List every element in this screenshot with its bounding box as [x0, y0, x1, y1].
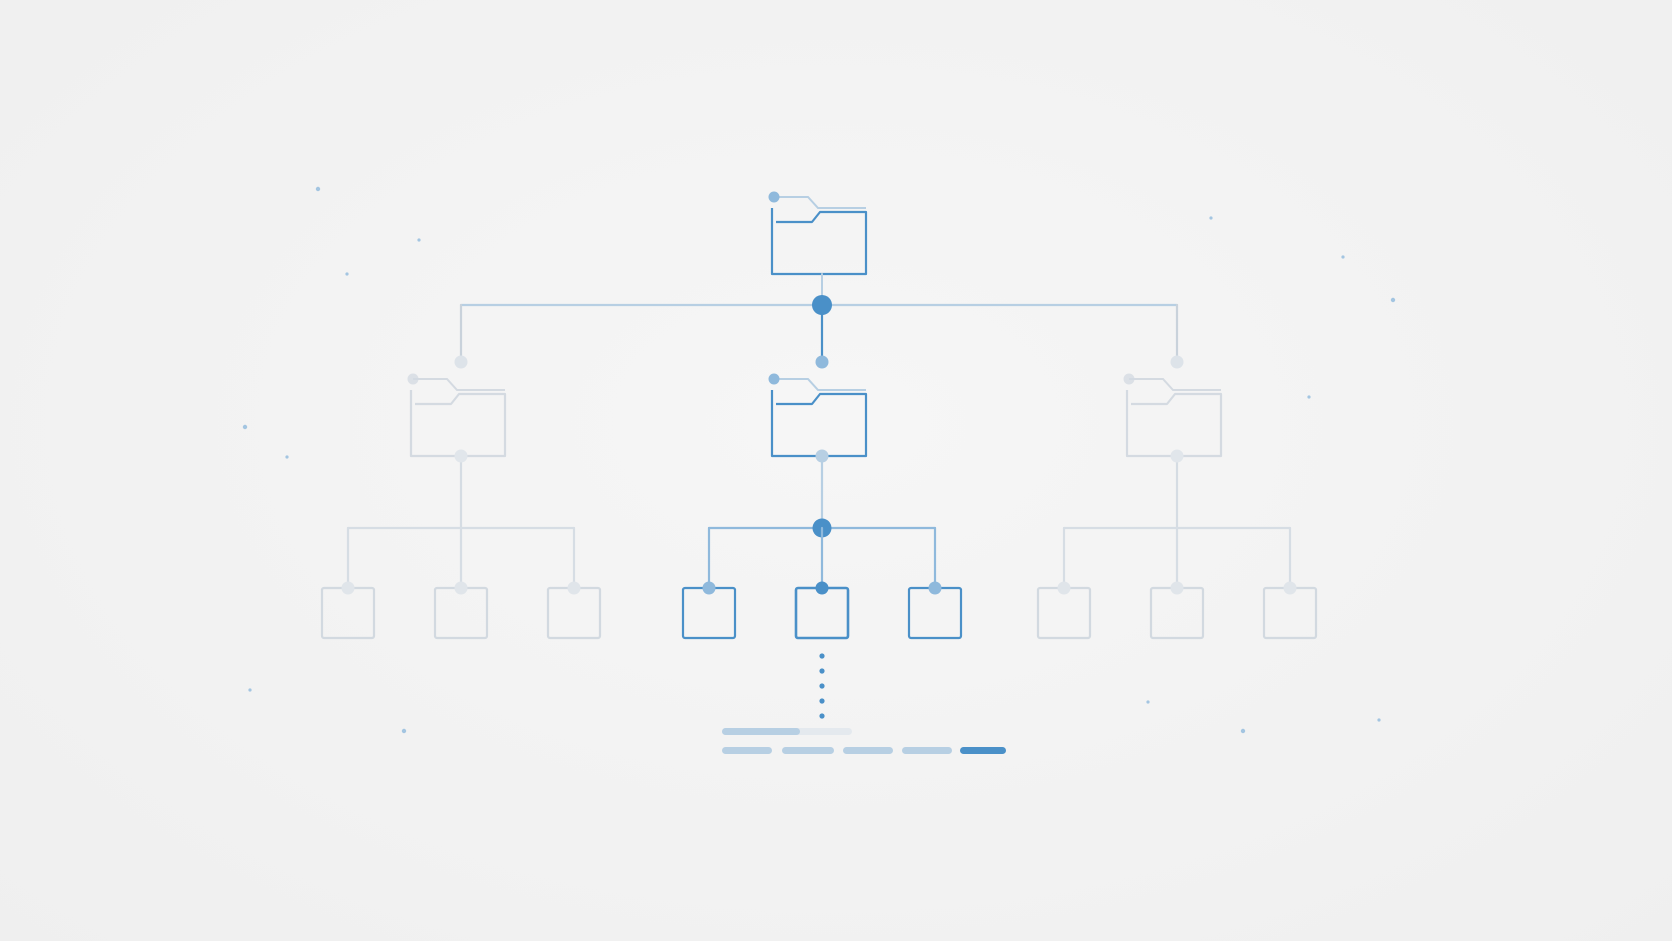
file-square-icon[interactable] [681, 586, 737, 640]
branch-bottom-dot [454, 449, 468, 463]
branch-folder-icon[interactable] [770, 390, 868, 458]
background-speck [1209, 216, 1213, 220]
branch-connector-dot [815, 355, 829, 369]
background-speck [285, 455, 289, 459]
background-speck [1307, 395, 1311, 399]
folder-tab [774, 378, 866, 391]
folder-tab-knob [1123, 373, 1135, 385]
file-square-icon[interactable] [907, 586, 963, 640]
leaf-connector-dot [1057, 581, 1071, 595]
background-speck [1377, 718, 1381, 722]
trail-dot [819, 698, 825, 704]
folder-tab-knob [407, 373, 419, 385]
background-speck [1341, 255, 1345, 259]
leaf-connector-dot [1170, 581, 1184, 595]
folder-tab-knob [768, 373, 780, 385]
background-speck [248, 688, 252, 692]
file-square-icon[interactable] [1262, 586, 1318, 640]
leaf-connector-dot [1283, 581, 1297, 595]
progress-segment [722, 747, 772, 754]
background-speck [345, 272, 349, 276]
file-square-icon[interactable] [433, 586, 489, 640]
trail-dot [819, 713, 825, 719]
progress-segment [960, 747, 1006, 754]
folder-tab [413, 378, 505, 391]
leaf-connector-dot [702, 581, 716, 595]
trail-dot [819, 683, 825, 689]
progress-segment [782, 747, 834, 754]
progress-segment [843, 747, 893, 754]
leaf-connector-dot [928, 581, 942, 595]
file-square-icon[interactable] [1149, 586, 1205, 640]
folder-tab [1129, 378, 1221, 391]
file-square-icon[interactable] [794, 586, 850, 640]
trail-dot [819, 668, 825, 674]
branch-bottom-dot [1170, 449, 1184, 463]
background-speck [1390, 297, 1396, 303]
leaf-connector-dot [454, 581, 468, 595]
file-square-icon[interactable] [1036, 586, 1092, 640]
background-speck [242, 424, 248, 430]
folder-tab [774, 196, 866, 209]
background-speck [315, 186, 321, 192]
file-square-icon[interactable] [320, 586, 376, 640]
trail-dot [819, 653, 825, 659]
background-speck [417, 238, 421, 242]
branch-connector-dot [1170, 355, 1184, 369]
leaf-connector-dot [567, 581, 581, 595]
branch-bottom-dot [815, 449, 829, 463]
branch-folder-icon[interactable] [409, 390, 507, 458]
leaf-connector-dot [341, 581, 355, 595]
progress-fill [722, 728, 800, 735]
file-square-icon[interactable] [546, 586, 602, 640]
root-hub-dot [812, 295, 832, 315]
leaf-connector-dot [815, 581, 829, 595]
background-speck [1146, 700, 1150, 704]
background-speck [1240, 728, 1246, 734]
background-speck [401, 728, 407, 734]
folder-tab-knob [768, 191, 780, 203]
branch-folder-icon[interactable] [1125, 390, 1223, 458]
branch-connector-dot [454, 355, 468, 369]
progress-segment [902, 747, 952, 754]
root-folder-icon[interactable] [770, 208, 868, 276]
